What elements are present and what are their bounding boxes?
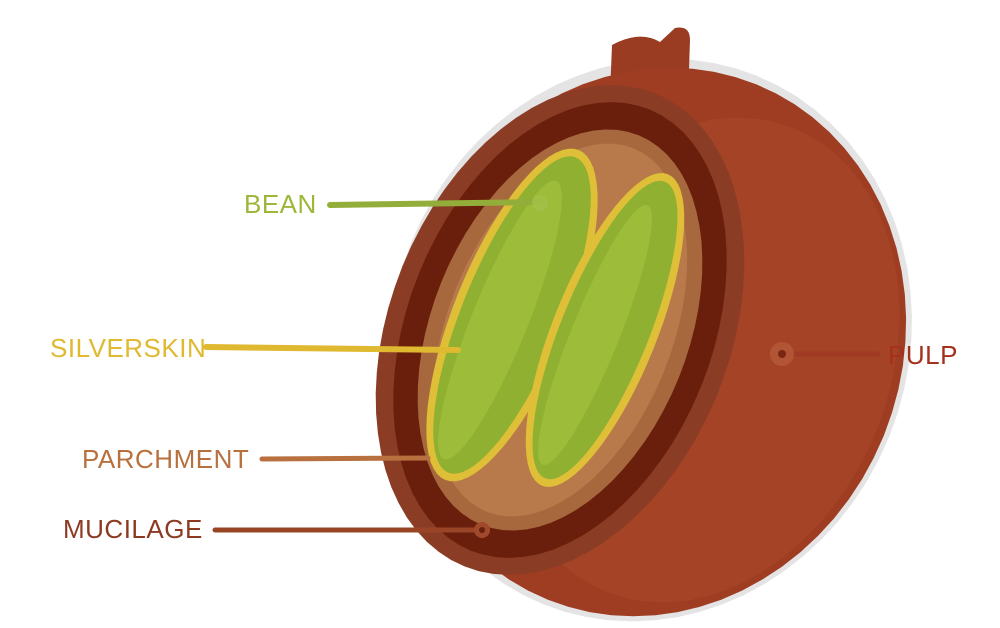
bean-left-shade — [438, 180, 562, 460]
label-bean: BEAN — [244, 189, 317, 219]
bean-marker — [532, 195, 548, 211]
label-mucilage: MUCILAGE — [63, 514, 203, 544]
bean-leader — [327, 199, 543, 208]
label-pulp: PULP — [888, 340, 958, 370]
label-parchment: PARCHMENT — [82, 444, 250, 474]
label-silverskin: SILVERSKIN — [50, 333, 207, 363]
silverskin-leader — [203, 344, 461, 353]
pulp-marker-dot — [778, 350, 786, 358]
bean-right-shade — [538, 204, 652, 466]
parchment-leader — [259, 455, 431, 462]
mucilage-marker-dot — [479, 527, 485, 533]
